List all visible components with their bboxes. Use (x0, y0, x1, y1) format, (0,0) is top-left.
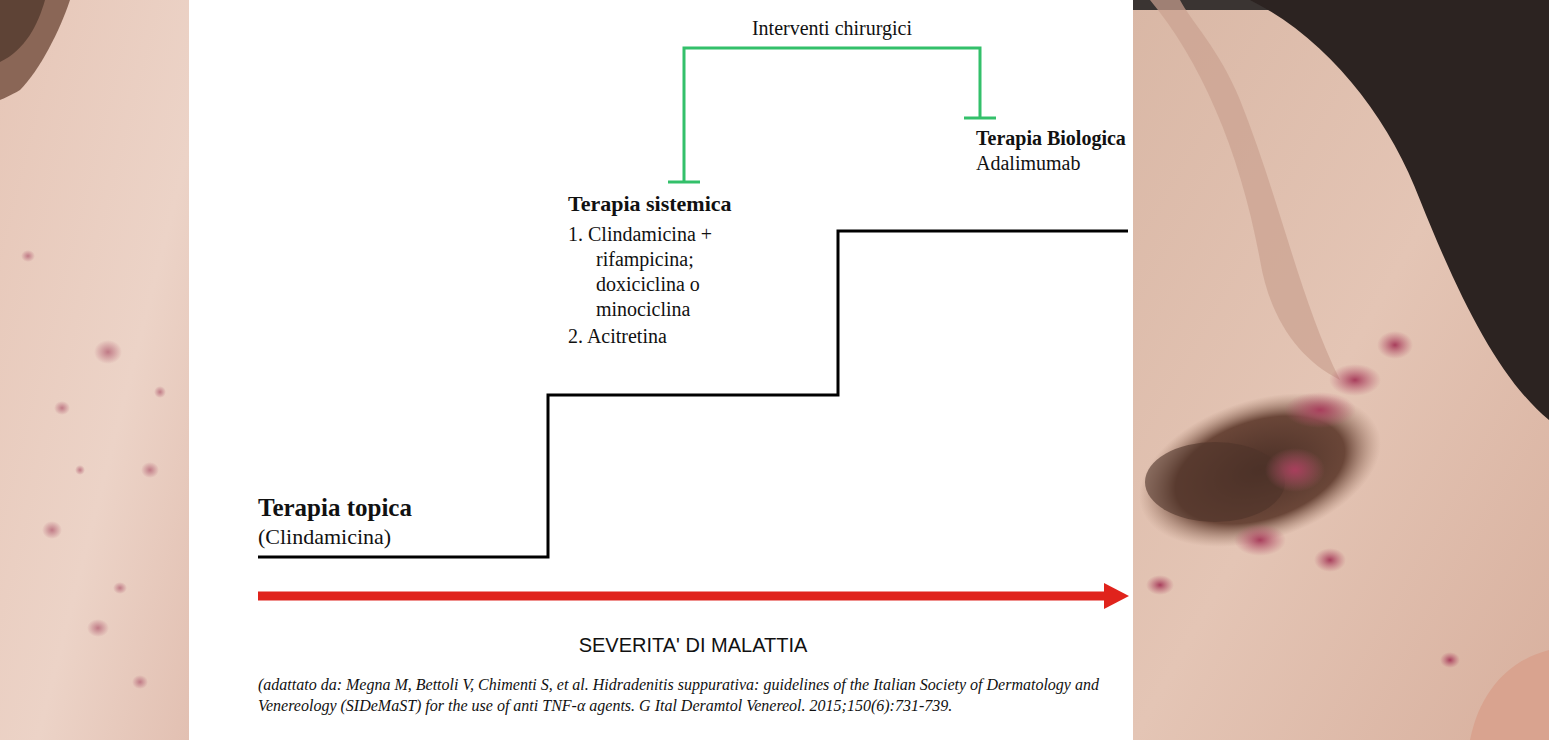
step-detail: 1. Clindamicina + rifampicina; doxicicli… (568, 222, 768, 322)
bracket-label: Interventi chirurgici (749, 17, 915, 40)
step-heading: Terapia topica (258, 492, 412, 523)
therapy-step: Terapia sistemica 1. Clindamicina + rifam… (568, 184, 768, 353)
step-detail: (Clindamicina) (258, 523, 412, 551)
severity-arrow (258, 583, 1129, 609)
step-heading: Terapia sistemica (568, 190, 768, 218)
step-detail: 2. Acitretina (568, 324, 768, 349)
step-heading: Terapia Biologica (976, 126, 1126, 151)
bracket-connector (668, 48, 996, 182)
therapy-step: Terapia topica(Clindamicina) (258, 486, 412, 555)
skin-photo-left (0, 0, 189, 740)
source-note: (adattato da: Megna M, Bettoli V, Chimen… (258, 675, 1130, 717)
therapy-step: Terapia BiologicaAdalimumab (976, 120, 1126, 180)
axilla-photo-right (1119, 0, 1549, 740)
step-detail: Adalimumab (976, 151, 1126, 176)
axis-label: SEVERITA' DI MALATTIA (258, 632, 1128, 658)
